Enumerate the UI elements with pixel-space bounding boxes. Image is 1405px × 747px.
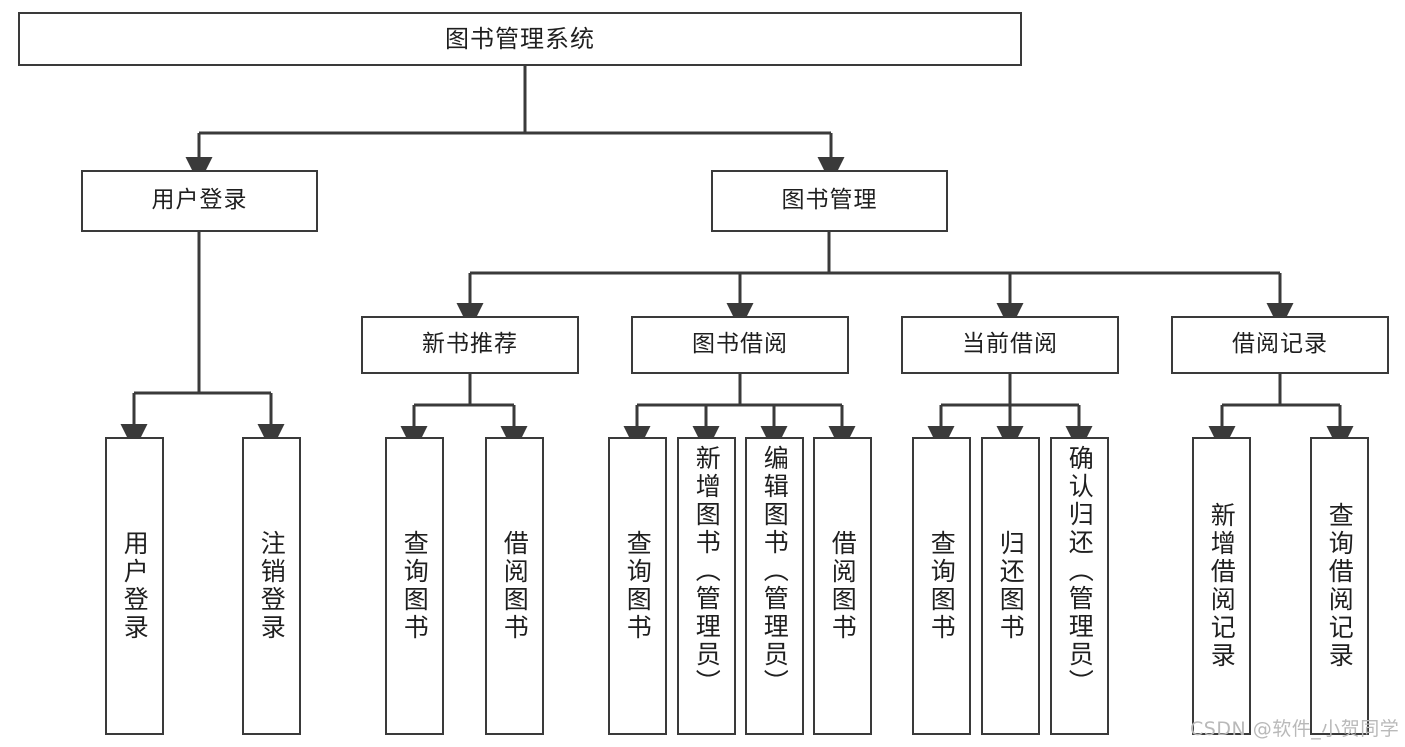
leaf-query-book-3-label: 查询图书 xyxy=(927,530,957,642)
node-book-borrow-label: 图书借阅 xyxy=(692,331,788,358)
leaf-query-record-label: 查询借阅记录 xyxy=(1325,502,1355,670)
leaf-user-login[interactable]: 用户登录 xyxy=(105,437,164,735)
leaf-borrow-book-2-label: 借阅图书 xyxy=(828,530,858,642)
node-borrow-record-label: 借阅记录 xyxy=(1232,331,1328,358)
node-borrow-record[interactable]: 借阅记录 xyxy=(1171,316,1389,374)
leaf-user-logout[interactable]: 注销登录 xyxy=(242,437,301,735)
leaf-add-book[interactable]: 新增图书（管理员） xyxy=(677,437,736,735)
leaf-add-book-label: 新增图书（管理员） xyxy=(692,445,722,697)
leaf-borrow-book-2[interactable]: 借阅图书 xyxy=(813,437,872,735)
leaf-borrow-book-1[interactable]: 借阅图书 xyxy=(485,437,544,735)
csdn-watermark: CSDN @软件_小贺同学 xyxy=(1190,718,1400,740)
node-book-management-label: 图书管理 xyxy=(781,187,878,214)
leaf-edit-book[interactable]: 编辑图书（管理员） xyxy=(745,437,804,735)
leaf-confirm-return-label: 确认归还（管理员） xyxy=(1065,445,1095,697)
node-user-login[interactable]: 用户登录 xyxy=(81,170,318,232)
node-current-borrow[interactable]: 当前借阅 xyxy=(901,316,1119,374)
leaf-add-record-label: 新增借阅记录 xyxy=(1207,502,1237,670)
node-user-login-label: 用户登录 xyxy=(151,187,248,214)
node-new-book-recommend-label: 新书推荐 xyxy=(422,331,518,358)
leaf-query-book-1-label: 查询图书 xyxy=(400,530,430,642)
leaf-return-book[interactable]: 归还图书 xyxy=(981,437,1040,735)
leaf-confirm-return[interactable]: 确认归还（管理员） xyxy=(1050,437,1109,735)
leaf-add-record[interactable]: 新增借阅记录 xyxy=(1192,437,1251,735)
leaf-user-logout-label: 注销登录 xyxy=(257,530,287,642)
leaf-edit-book-label: 编辑图书（管理员） xyxy=(760,445,790,697)
node-book-borrow[interactable]: 图书借阅 xyxy=(631,316,849,374)
leaf-borrow-book-1-label: 借阅图书 xyxy=(500,530,530,642)
leaf-query-book-2-label: 查询图书 xyxy=(623,530,653,642)
leaf-query-book-3[interactable]: 查询图书 xyxy=(912,437,971,735)
leaf-query-record[interactable]: 查询借阅记录 xyxy=(1310,437,1369,735)
node-root-label: 图书管理系统 xyxy=(445,24,595,53)
node-new-book-recommend[interactable]: 新书推荐 xyxy=(361,316,579,374)
node-root[interactable]: 图书管理系统 xyxy=(18,12,1022,66)
leaf-user-login-label: 用户登录 xyxy=(120,530,150,642)
leaf-query-book-2[interactable]: 查询图书 xyxy=(608,437,667,735)
node-book-management[interactable]: 图书管理 xyxy=(711,170,948,232)
leaf-query-book-1[interactable]: 查询图书 xyxy=(385,437,444,735)
leaf-return-book-label: 归还图书 xyxy=(996,530,1026,642)
node-current-borrow-label: 当前借阅 xyxy=(962,331,1058,358)
